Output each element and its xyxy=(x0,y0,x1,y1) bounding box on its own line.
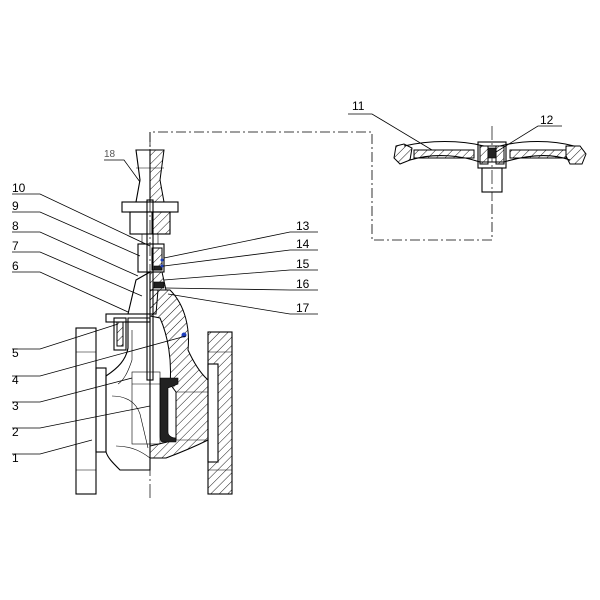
callout-16: 16 xyxy=(296,277,310,291)
left-flange xyxy=(75,327,107,495)
body-outline-left xyxy=(105,317,151,471)
callout-3: 3 xyxy=(12,399,19,413)
callout-12: 12 xyxy=(540,113,554,127)
callout-6: 6 xyxy=(12,259,19,273)
callout-15: 15 xyxy=(296,257,310,271)
leader-lines xyxy=(12,113,562,455)
callout-2: 2 xyxy=(12,425,19,439)
callout-1: 1 xyxy=(12,451,19,465)
callout-7: 7 xyxy=(12,239,19,253)
callout-10: 10 xyxy=(12,181,26,195)
bonnet-bolt xyxy=(113,317,127,351)
handwheel-detail xyxy=(149,126,587,241)
callout-11: 11 xyxy=(352,99,365,113)
callout-8: 8 xyxy=(12,219,19,233)
o-ring-marker xyxy=(160,264,164,268)
detail-reference-line xyxy=(149,131,493,241)
callout-18: 18 xyxy=(104,149,116,160)
callout-9: 9 xyxy=(12,199,19,213)
o-ring-marker xyxy=(160,258,164,262)
operating-cap xyxy=(135,149,151,203)
callout-labels: 1 2 3 4 5 6 7 8 9 10 11 12 13 14 15 16 1… xyxy=(12,99,554,465)
callout-5: 5 xyxy=(12,346,19,360)
callout-4: 4 xyxy=(12,373,19,387)
callout-17: 17 xyxy=(296,301,310,315)
valve-body xyxy=(75,289,233,495)
handwheel-rim xyxy=(393,143,413,165)
callout-14: 14 xyxy=(296,237,310,251)
callout-13: 13 xyxy=(296,219,310,233)
body-section-right xyxy=(149,289,209,459)
handwheel-nut xyxy=(487,147,497,159)
